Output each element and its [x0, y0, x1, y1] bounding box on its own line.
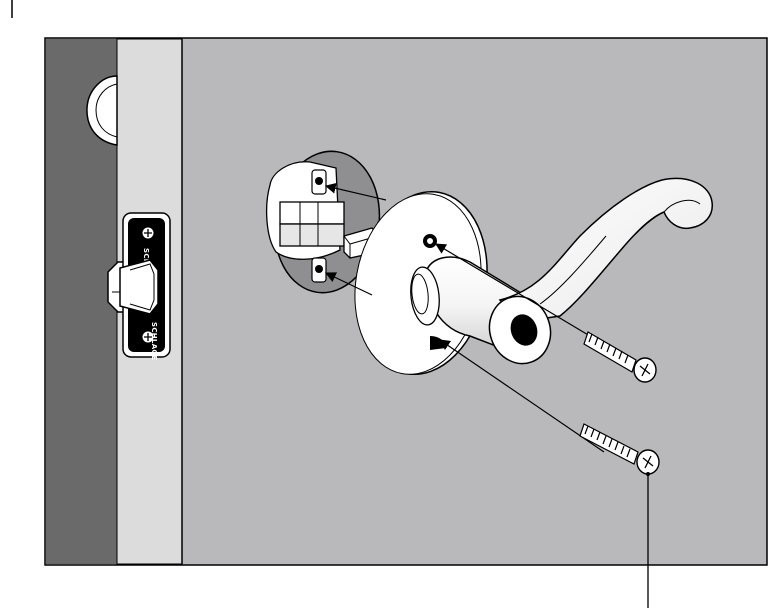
door-knob-back — [86, 75, 118, 146]
callout-leader-dot — [646, 472, 650, 476]
latch-mechanism — [266, 161, 401, 283]
mounting-screw-bottom — [579, 423, 660, 475]
mounting-screw-top — [583, 331, 657, 383]
strike-plate: SCHLAGE SCHLAGE — [119, 212, 171, 361]
lever-handle — [410, 177, 713, 365]
lever-keyhole-icon — [510, 314, 538, 346]
strike-brand-bottom: SCHLAGE — [150, 322, 158, 361]
alignment-arrows — [324, 182, 611, 453]
